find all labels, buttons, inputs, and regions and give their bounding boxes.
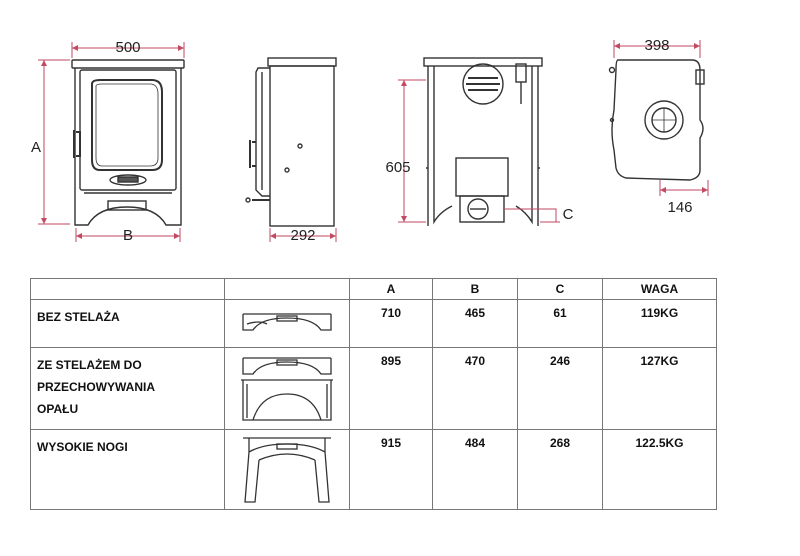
row-value-b: 465	[432, 299, 518, 348]
row-name-line: ZE STELAŻEM DO	[37, 358, 142, 372]
header-cell-image	[224, 278, 350, 300]
rear-height-label: 605	[385, 159, 410, 176]
header-cell-a: A	[349, 278, 433, 300]
header-cell-b: B	[432, 278, 518, 300]
rear-view-drawing	[423, 57, 543, 226]
header-cell-waga: WAGA	[602, 278, 717, 300]
row-value-c: 268	[517, 429, 603, 510]
row-value-waga: 122.5KG	[602, 429, 717, 510]
stand-log-store-icon	[241, 357, 333, 421]
front-width-label: 500	[115, 39, 140, 56]
row-value-a: 710	[349, 299, 433, 348]
table-row: ZE STELAŻEM DO PRZECHOWYWANIA OPAŁU 895 …	[30, 347, 717, 430]
row-value-b: 484	[432, 429, 518, 510]
row-image-cell	[224, 347, 350, 430]
row-value-a: 915	[349, 429, 433, 510]
table-row: BEZ STELAŻA 710 465 61 119KG	[30, 299, 717, 348]
rear-dimension-lines	[398, 79, 560, 223]
row-name-line: OPAŁU	[37, 402, 79, 416]
row-image-cell	[224, 429, 350, 510]
side-dimension-lines	[269, 228, 337, 242]
rear-outlet-letter: C	[563, 206, 574, 223]
side-depth-label: 292	[290, 227, 315, 244]
row-name-line: PRZECHOWYWANIA	[37, 380, 155, 394]
row-name: ZE STELAŻEM DO PRZECHOWYWANIA OPAŁU	[30, 347, 225, 430]
front-base-letter: B	[123, 227, 133, 244]
header-cell-name	[30, 278, 225, 300]
row-value-a: 895	[349, 347, 433, 430]
spec-table: A B C WAGA BEZ STELAŻA 710 465 61 119KG …	[30, 278, 717, 510]
row-value-waga: 127KG	[602, 347, 717, 430]
row-image-cell	[224, 299, 350, 348]
stand-none-icon	[242, 313, 332, 331]
row-name: WYSOKIE NOGI	[30, 429, 225, 510]
front-dimension-lines	[38, 42, 185, 242]
row-name-line: BEZ STELAŻA	[37, 310, 120, 324]
front-height-letter: A	[31, 139, 41, 156]
top-dimension-lines	[613, 40, 709, 196]
side-view-drawing	[245, 57, 337, 227]
stove-technical-drawings: 500 A B 292 605 C	[31, 37, 709, 244]
row-value-c: 246	[517, 347, 603, 430]
top-width-label: 398	[644, 37, 669, 54]
header-cell-c: C	[517, 278, 603, 300]
top-view-drawing	[608, 59, 705, 181]
top-flue-offset-label: 146	[667, 199, 692, 216]
row-value-waga: 119KG	[602, 299, 717, 348]
row-name: BEZ STELAŻA	[30, 299, 225, 348]
row-name-line: WYSOKIE NOGI	[37, 440, 128, 454]
stand-high-legs-icon	[243, 437, 331, 503]
front-view-drawing	[71, 59, 185, 226]
table-row: WYSOKIE NOGI 915 484 268 122.5KG	[30, 429, 717, 510]
table-header-row: A B C WAGA	[30, 278, 717, 300]
row-value-b: 470	[432, 347, 518, 430]
row-value-c: 61	[517, 299, 603, 348]
